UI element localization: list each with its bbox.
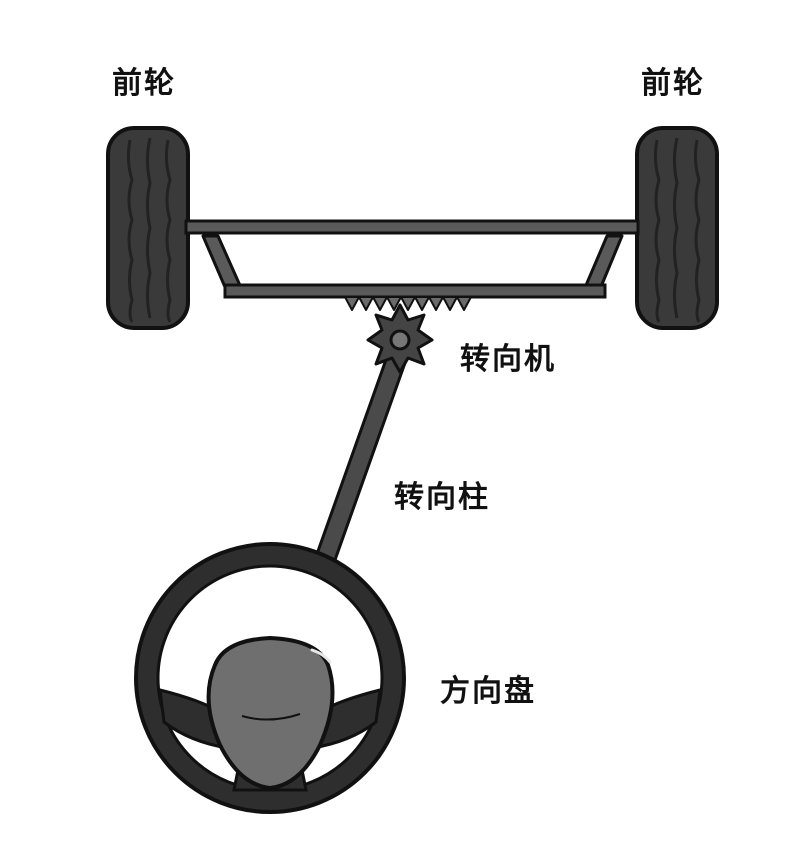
- steering-wheel-graphic: [134, 542, 406, 814]
- left-front-tire: [106, 126, 190, 330]
- steering-wheel-label: 方向盘: [440, 674, 536, 709]
- right-front-tire: [635, 126, 719, 330]
- front-axle: [184, 219, 640, 235]
- rack-teeth: [344, 296, 472, 311]
- airbag-hub: [206, 635, 335, 791]
- front-wheel-right-label: 前轮: [641, 66, 705, 101]
- front-wheel-left-label: 前轮: [112, 66, 176, 101]
- tie-rod: [223, 283, 607, 299]
- pinion-gear: [366, 303, 434, 374]
- steering-gear-label: 转向机: [460, 342, 556, 377]
- steering-column-label: 转向柱: [394, 480, 490, 515]
